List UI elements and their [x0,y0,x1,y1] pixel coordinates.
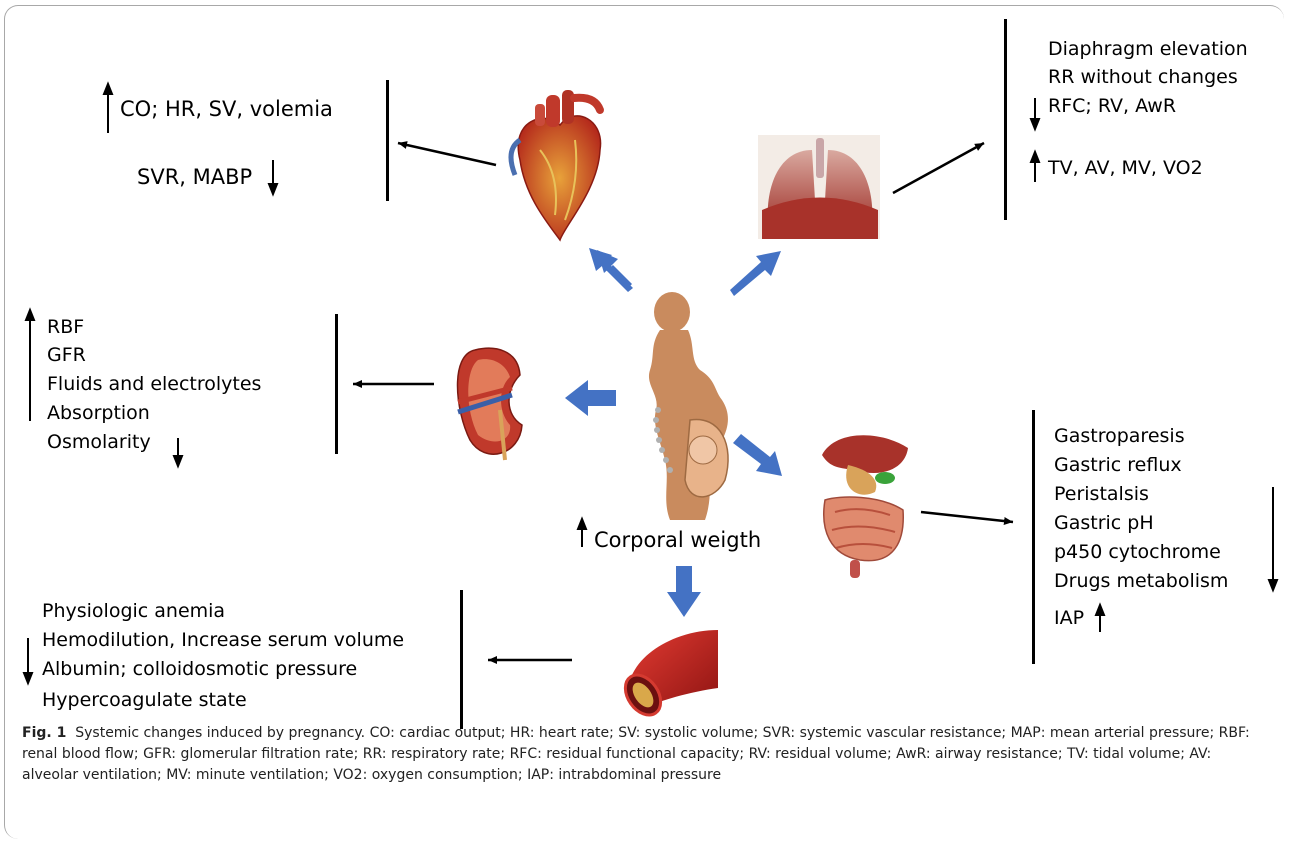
gastro-item: Peristalsis [1054,481,1149,507]
renal-item: RBF [47,314,84,340]
cardio-line-2: SVR, MABP [137,164,252,190]
blue-arrow-to-vessel [667,566,701,617]
pregnant-silhouette-icon [649,292,728,520]
blue-arrow-to-kidney [565,380,616,416]
hema-item: Physiologic anemia [42,598,225,624]
renal-item: Osmolarity [47,429,151,455]
digestive-organs-icon [822,435,908,578]
caption-text: Systemic changes induced by pregnancy. C… [22,725,1250,783]
blue-arrow-to-heart [589,248,641,299]
resp-line-4: TV, AV, MV, VO2 [1048,155,1203,181]
arrow-heart-to-cardio [398,143,496,165]
resp-line-1: Diaphragm elevation [1048,36,1248,62]
hema-item: Hemodilution, Increase serum volume [42,627,404,653]
arrow-gi-to-gastro [921,512,1013,522]
resp-line-2: RR without changes [1048,64,1238,90]
heart-icon [511,90,601,240]
corporal-weight-label: Corporal weigth [594,527,761,553]
renal-divider [335,314,338,454]
hema-item: Hypercoagulate state [42,687,247,713]
caption-label: Fig. 1 [22,725,66,741]
arrow-lungs-to-resp [893,143,984,193]
blue-arrow-to-gi [733,434,782,476]
blood-vessel-icon [618,630,718,722]
gastro-divider [1032,410,1035,664]
gastro-item: IAP [1054,605,1084,631]
renal-item: Fluids and electrolytes [47,371,261,397]
resp-divider [1004,19,1007,220]
cardio-divider [386,80,389,201]
gastro-item: Gastroparesis [1054,423,1185,449]
figure-caption: Fig. 1 Systemic changes induced by pregn… [22,723,1267,786]
cardio-line-1: CO; HR, SV, volemia [120,96,333,122]
gastro-item: Gastric reflux [1054,452,1182,478]
renal-item: GFR [47,342,86,368]
hema-divider [460,590,463,729]
resp-line-3: RFC; RV, AwR [1048,93,1176,119]
blue-arrow-to-lungs [730,251,781,296]
hema-item: Albumin; colloidosmotic pressure [42,656,357,682]
lungs-icon [758,135,880,239]
gastro-item: Drugs metabolism [1054,568,1228,594]
gastro-item: Gastric pH [1054,510,1154,536]
gastro-item: p450 cytochrome [1054,539,1221,565]
kidney-icon [458,348,523,460]
renal-item: Absorption [47,400,150,426]
